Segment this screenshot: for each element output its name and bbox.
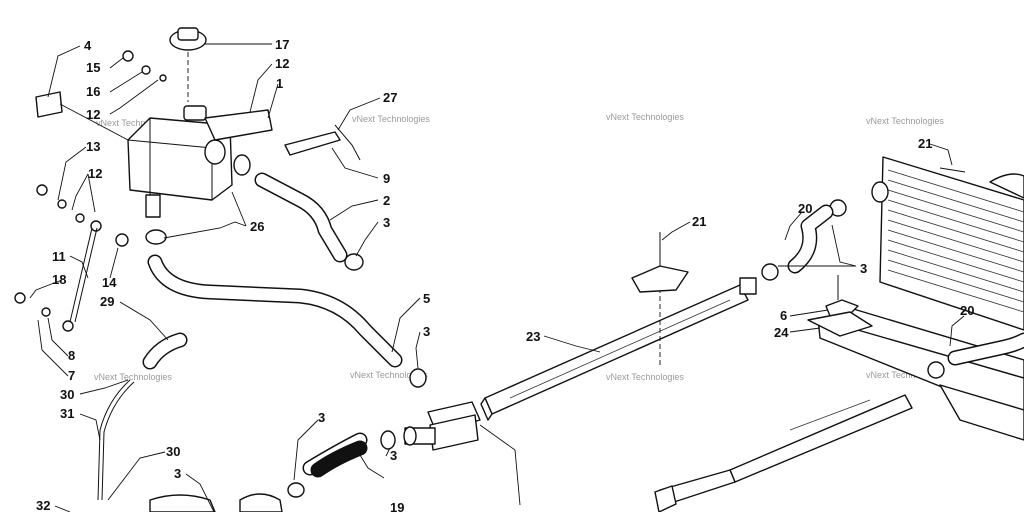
callout-21-center: 21 (692, 214, 706, 229)
callout-27: 27 (383, 90, 397, 105)
watermark-4: vNext Technologies (866, 116, 944, 126)
callout-8: 8 (68, 348, 75, 363)
watermark-8: vNext Technologies (866, 370, 944, 380)
callout-3-near-19: 3 (390, 448, 397, 463)
callout-26: 26 (250, 219, 264, 234)
callout-9: 9 (383, 171, 390, 186)
callout-19: 19 (390, 500, 404, 512)
callout-4: 4 (84, 38, 92, 53)
watermark-6: vNext Technologies (350, 370, 428, 380)
callout-3-above-19: 3 (318, 410, 325, 425)
callout-2: 2 (383, 193, 390, 208)
watermark-1: vNext Technologies (96, 118, 174, 128)
watermarks: vNext Technologies vNext Technologies vN… (94, 112, 944, 382)
callout-12-top: 12 (86, 107, 100, 122)
callout-12-left: 12 (88, 166, 102, 181)
radiator (871, 156, 1024, 331)
callout-30-lower: 30 (166, 444, 180, 459)
callout-12-cap: 12 (275, 56, 289, 71)
callout-3-right-of-5: 3 (423, 324, 430, 339)
callout-7: 7 (68, 368, 75, 383)
callout-3-bottom-left: 3 (174, 466, 181, 481)
callout-3-upper: 3 (383, 215, 390, 230)
fasteners (631, 167, 966, 337)
callout-21-right: 21 (918, 136, 932, 151)
tube-fittings (403, 401, 521, 506)
leader-lines (29, 43, 965, 512)
mounting-hardware (14, 50, 361, 332)
callout-17: 17 (275, 37, 289, 52)
coolant-reservoir (127, 27, 273, 218)
callout-24: 24 (774, 325, 789, 340)
callout-14: 14 (102, 275, 117, 290)
callout-20-upper: 20 (798, 201, 812, 216)
callout-18: 18 (52, 272, 66, 287)
callout-23: 23 (526, 329, 540, 344)
callout-32: 32 (36, 498, 50, 512)
coolant-tube-23 (480, 277, 757, 421)
heat-exchanger-assembly (654, 304, 1024, 512)
callout-labels: 4 15 16 12 17 12 1 27 9 2 3 26 13 12 11 … (36, 37, 974, 512)
callout-20-lower: 20 (960, 303, 974, 318)
callout-6: 6 (780, 308, 787, 323)
hose-clamps (145, 154, 945, 498)
callout-30-upper: 30 (60, 387, 74, 402)
callout-11: 11 (52, 249, 66, 264)
watermark-2: vNext Technologies (352, 114, 430, 124)
callout-5: 5 (423, 291, 430, 306)
callout-15: 15 (86, 60, 100, 75)
hose-19 (310, 440, 368, 478)
callout-13: 13 (86, 139, 100, 154)
callout-31: 31 (60, 406, 74, 421)
callout-16: 16 (86, 84, 100, 99)
watermark-3: vNext Technologies (606, 112, 684, 122)
callout-29: 29 (100, 294, 114, 309)
watermark-5: vNext Technologies (94, 372, 172, 382)
callout-3-right: 3 (860, 261, 867, 276)
watermark-7: vNext Technologies (606, 372, 684, 382)
overflow-line (97, 379, 283, 512)
callout-1: 1 (276, 76, 283, 91)
